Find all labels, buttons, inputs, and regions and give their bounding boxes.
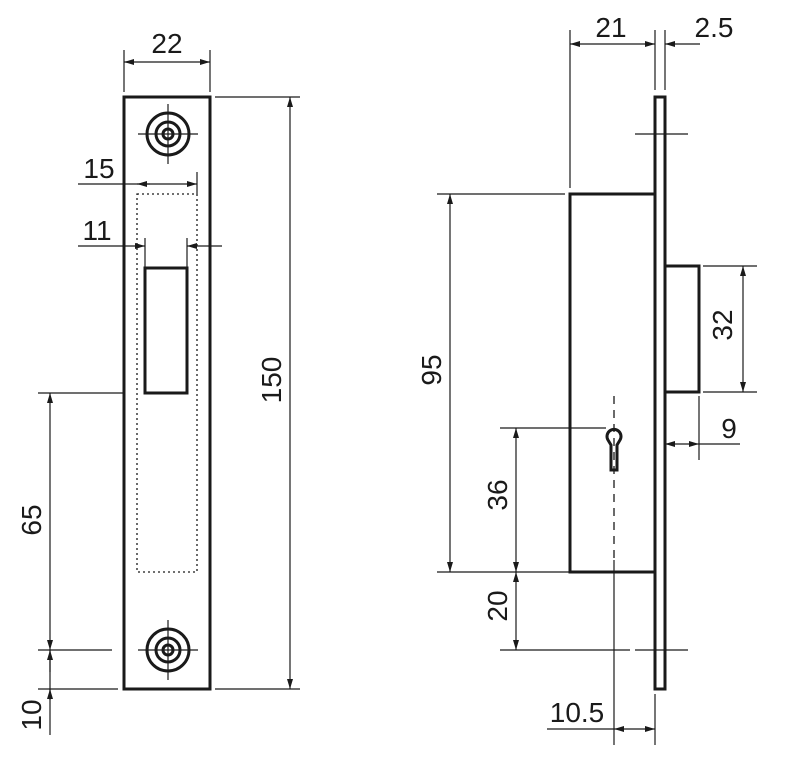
dim-bottom-to-center: 65: [16, 392, 124, 651]
dim-case-depth-label: 21: [595, 12, 626, 43]
top-screw-hole-icon: [138, 104, 198, 164]
dim-backset-label: 10.5: [550, 697, 605, 728]
dim-bolt-projection-label: 9: [721, 413, 737, 444]
dim-bottom-margin-label: 20: [482, 590, 513, 621]
dim-bottom-offset-label: 10: [16, 699, 47, 730]
bottom-screw-hole-icon: [138, 620, 198, 680]
dotted-pocket-outline: [136, 193, 198, 573]
dim-bolt-height: 32: [703, 265, 757, 393]
keyhole-icon: [605, 396, 623, 560]
dim-case-depth: 21 2.5: [569, 12, 734, 188]
dim-bottom-offset: 10: [16, 650, 118, 735]
dim-strike-width: 22: [123, 28, 211, 92]
dim-bolt-height-label: 32: [707, 309, 738, 340]
dim-bolt-opening-outer-label: 15: [83, 153, 114, 184]
dim-bottom-margin: 20: [482, 572, 630, 651]
dim-keyhole-height-label: 36: [482, 479, 513, 510]
dim-bottom-to-center-label: 65: [16, 504, 47, 535]
dim-bolt-opening-outer: 15: [78, 153, 198, 194]
dim-case-height-label: 95: [416, 354, 447, 385]
lock-case: [568, 192, 657, 574]
dim-faceplate-thickness-label: 2.5: [695, 12, 734, 43]
dim-backset: 10.5: [547, 560, 656, 745]
dim-bolt-opening-inner-label: 11: [82, 215, 111, 246]
dim-case-height: 95: [416, 193, 655, 573]
dim-keyhole-height: 36: [482, 427, 606, 572]
dim-strike-width-label: 22: [151, 28, 182, 59]
dim-total-height-label: 150: [256, 357, 287, 404]
lock-body-side-view: 21 2.5 95 32 9 36: [416, 12, 757, 745]
latch-bolt: [663, 264, 701, 394]
dim-bolt-projection: 9: [665, 396, 740, 460]
bolt-opening: [143, 266, 189, 395]
dim-bolt-opening-inner: 11: [78, 215, 222, 268]
strike-plate-view: 22 15 11 150 65: [16, 28, 300, 735]
dim-total-height: 150: [215, 96, 300, 690]
